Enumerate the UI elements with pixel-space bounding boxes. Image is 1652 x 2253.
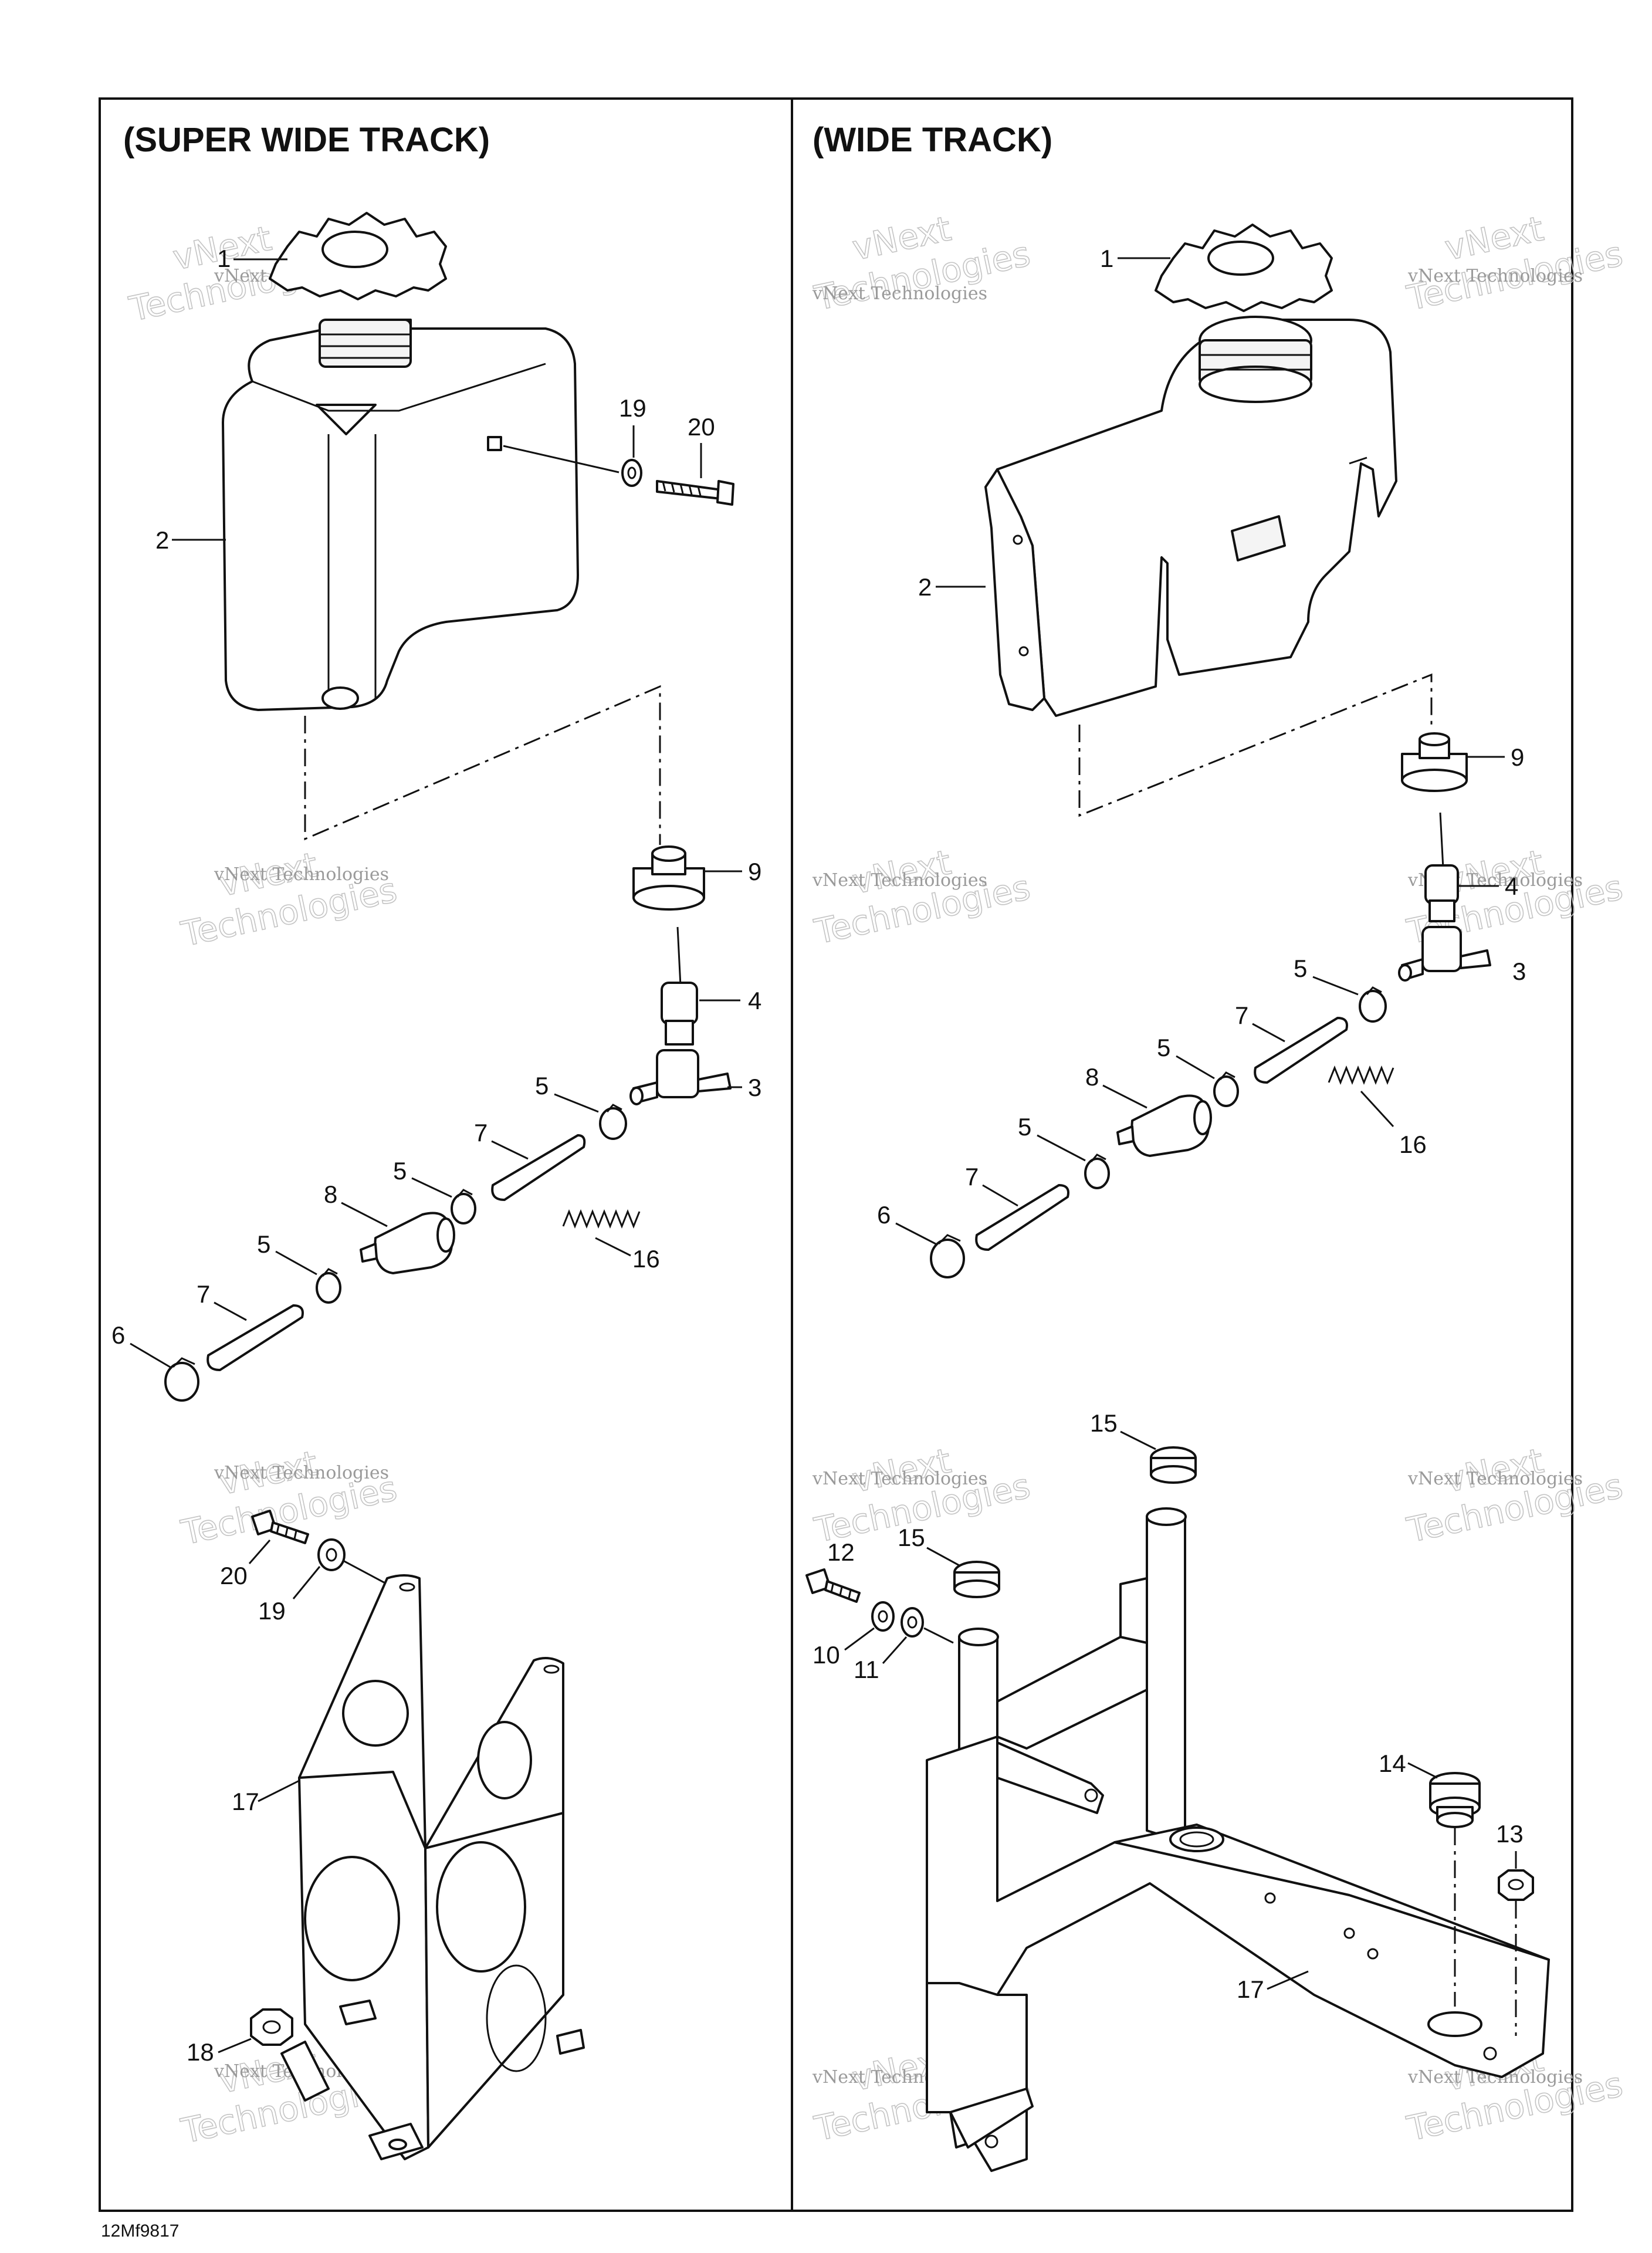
left-callout-6: 6	[111, 1321, 125, 1349]
right-grommet-base	[1429, 1772, 1481, 1828]
right-valve	[1398, 926, 1491, 982]
left-callout-18: 18	[187, 2038, 214, 2066]
right-clamp-b	[1213, 1071, 1239, 1107]
right-tank	[984, 316, 1397, 717]
right-pickup	[1424, 812, 1459, 922]
right-callout-7-b: 7	[965, 1163, 979, 1190]
right-callout-9: 9	[1511, 743, 1524, 771]
left-callout-3: 3	[748, 1074, 761, 1101]
left-valve	[629, 1049, 732, 1105]
right-washer-b	[901, 1607, 924, 1638]
right-callout-14: 14	[1379, 1750, 1406, 1777]
left-callout-7-a: 7	[474, 1119, 488, 1146]
left-cap	[269, 212, 447, 300]
right-callout-8: 8	[1085, 1063, 1099, 1091]
svg-text:vNext Technologies: vNext Technologies	[214, 864, 389, 885]
svg-text:vNext Technologies: vNext Technologies	[1407, 1469, 1583, 1489]
left-washer-bottom	[317, 1538, 346, 1571]
left-bolt-top	[656, 480, 734, 506]
left-pickup	[661, 926, 698, 1046]
svg-text:vNext Technologies: vNext Technologies	[812, 1469, 987, 1489]
right-callout-1: 1	[1100, 245, 1113, 272]
right-callout-5-b: 5	[1157, 1034, 1170, 1061]
right-callout-7-a: 7	[1235, 1002, 1248, 1029]
left-clamp-a	[599, 1104, 627, 1140]
right-clamp-end	[930, 1234, 965, 1278]
left-clamp-end	[164, 1357, 199, 1402]
right-callout-15-b: 15	[898, 1524, 925, 1551]
left-clamp-c	[316, 1268, 341, 1304]
right-callout-5-c: 5	[1018, 1113, 1031, 1141]
right-clamp-c	[1084, 1153, 1110, 1189]
svg-text:vNext Technologies: vNext Technologies	[812, 283, 987, 304]
left-tank	[222, 319, 579, 711]
right-callout-10: 10	[813, 1641, 840, 1669]
right-callout-6: 6	[877, 1201, 891, 1229]
left-callout-5-b: 5	[393, 1157, 407, 1185]
left-hose-b	[206, 1304, 304, 1371]
right-callout-3: 3	[1512, 958, 1526, 985]
right-callout-11: 11	[854, 1656, 879, 1683]
panel-title-right: (WIDE TRACK)	[813, 121, 1052, 159]
right-plug-b	[953, 1561, 1000, 1598]
svg-text:vNext Technologies: vNext Technologies	[812, 870, 987, 891]
left-filter	[360, 1212, 455, 1274]
left-washer-top	[621, 459, 642, 487]
svg-text:vNext Technologies: vNext Technologies	[1407, 266, 1583, 286]
right-hose-a	[1254, 1017, 1348, 1084]
right-callout-4: 4	[1505, 872, 1518, 900]
right-bracket	[926, 1507, 1550, 2172]
right-callout-5-a: 5	[1294, 955, 1307, 982]
right-callout-13: 13	[1496, 1820, 1524, 1848]
right-spring	[1328, 1065, 1394, 1085]
left-callout-19-bottom: 19	[258, 1597, 286, 1625]
left-nut	[250, 2008, 293, 2046]
left-callout-16: 16	[632, 1245, 660, 1273]
left-panel-parts: 1 2 19 20	[111, 212, 761, 2160]
figure-code: 12Mf9817	[101, 2221, 179, 2241]
right-callout-2: 2	[918, 573, 932, 601]
outer-frame	[99, 97, 1573, 2212]
left-bracket	[280, 1574, 585, 2160]
right-cap	[1155, 224, 1333, 312]
right-clamp-a	[1359, 986, 1387, 1023]
left-callout-2: 2	[155, 526, 169, 554]
left-callout-4: 4	[748, 987, 761, 1014]
left-grommet	[632, 845, 705, 911]
left-clamp-b	[451, 1189, 476, 1224]
right-panel-parts: 1 2 9	[805, 224, 1550, 2172]
left-callout-5-c: 5	[257, 1230, 270, 1258]
left-bolt-bottom	[251, 1510, 309, 1544]
right-washer-a	[871, 1601, 895, 1632]
left-callout-7-b: 7	[197, 1280, 210, 1308]
left-assembly-line	[304, 685, 661, 845]
panel-title-left: (SUPER WIDE TRACK)	[123, 121, 490, 159]
left-callout-17: 17	[232, 1788, 259, 1815]
right-filter	[1116, 1094, 1212, 1157]
right-plug-a	[1150, 1446, 1197, 1484]
left-callout-19-top: 19	[619, 394, 646, 422]
right-grommet	[1401, 732, 1468, 792]
svg-text:vNext Technologies: vNext Technologies	[214, 1463, 389, 1483]
right-callout-12: 12	[827, 1538, 855, 1566]
left-spring	[562, 1209, 641, 1229]
left-callout-20-bottom: 20	[220, 1562, 248, 1589]
left-hose-a	[491, 1134, 586, 1201]
right-callout-15-a: 15	[1090, 1409, 1118, 1437]
right-nut	[1498, 1869, 1534, 1901]
right-callout-17: 17	[1237, 1975, 1264, 2003]
right-bolt	[805, 1568, 861, 1603]
left-callout-5-a: 5	[535, 1072, 549, 1100]
left-callout-8: 8	[324, 1180, 337, 1208]
right-assembly-line	[1078, 673, 1433, 817]
right-hose-b	[975, 1184, 1069, 1251]
left-callout-20-top: 20	[688, 413, 715, 441]
left-callout-9: 9	[748, 858, 761, 885]
right-callout-16: 16	[1399, 1131, 1427, 1158]
left-callout-1: 1	[217, 245, 231, 272]
